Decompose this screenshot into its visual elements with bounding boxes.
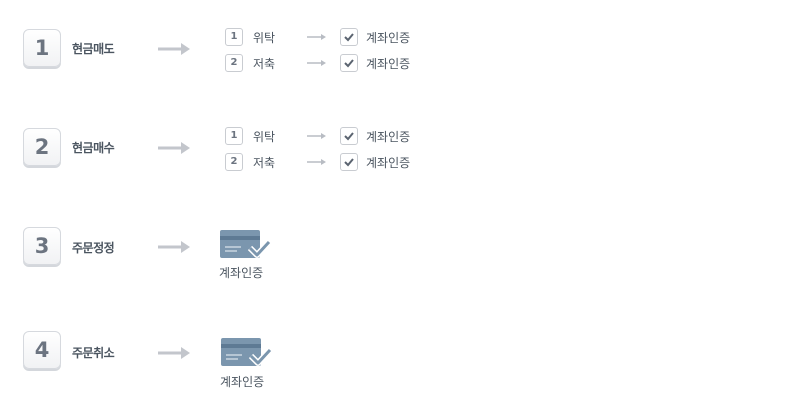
right-arrow-icon xyxy=(158,142,190,154)
substep-label: 위탁 xyxy=(253,31,276,45)
step-order-cancel: 4 주문취소 계좌인증 xyxy=(0,331,796,391)
step-label: 현금매도 xyxy=(72,42,115,56)
step-label: 주문취소 xyxy=(72,346,115,360)
account-auth-label: 계좌인증 xyxy=(366,57,411,71)
step-order-modify: 3 주문정정 계좌인증 xyxy=(0,227,796,287)
account-auth-label: 계좌인증 xyxy=(219,266,264,280)
right-arrow-icon xyxy=(307,133,326,139)
check-icon xyxy=(340,54,358,72)
account-auth-label: 계좌인증 xyxy=(366,31,411,45)
step-label: 주문정정 xyxy=(72,241,115,255)
right-arrow-icon xyxy=(158,43,190,55)
substep-label: 저축 xyxy=(253,156,276,170)
right-arrow-icon xyxy=(307,34,326,40)
right-arrow-icon xyxy=(307,159,326,165)
substep-number: 1 xyxy=(225,28,243,46)
account-auth-label: 계좌인증 xyxy=(220,375,265,389)
substep-number: 1 xyxy=(225,127,243,145)
right-arrow-icon xyxy=(307,60,326,66)
check-icon xyxy=(340,127,358,145)
step-sell-cash: 1 현금매도 1 위탁 계좌인증 2 저축 계좌인증 xyxy=(0,28,796,88)
step-number: 4 xyxy=(23,331,61,369)
substep-number: 2 xyxy=(225,153,243,171)
step-number: 2 xyxy=(23,128,61,166)
step-label: 현금매수 xyxy=(72,141,115,155)
step-buy-cash: 2 현금매수 1 위탁 계좌인증 2 저축 계좌인증 xyxy=(0,127,796,187)
right-arrow-icon xyxy=(158,241,190,253)
substep-label: 저축 xyxy=(253,57,276,71)
step-number: 3 xyxy=(23,227,61,265)
card-check-icon xyxy=(220,230,271,258)
check-icon xyxy=(340,28,358,46)
step-number: 1 xyxy=(23,29,61,67)
account-auth-label: 계좌인증 xyxy=(366,156,411,170)
substep-number: 2 xyxy=(225,54,243,72)
account-auth-label: 계좌인증 xyxy=(366,130,411,144)
check-icon xyxy=(340,153,358,171)
substep-label: 위탁 xyxy=(253,130,276,144)
right-arrow-icon xyxy=(158,347,190,359)
card-check-icon xyxy=(221,338,272,366)
